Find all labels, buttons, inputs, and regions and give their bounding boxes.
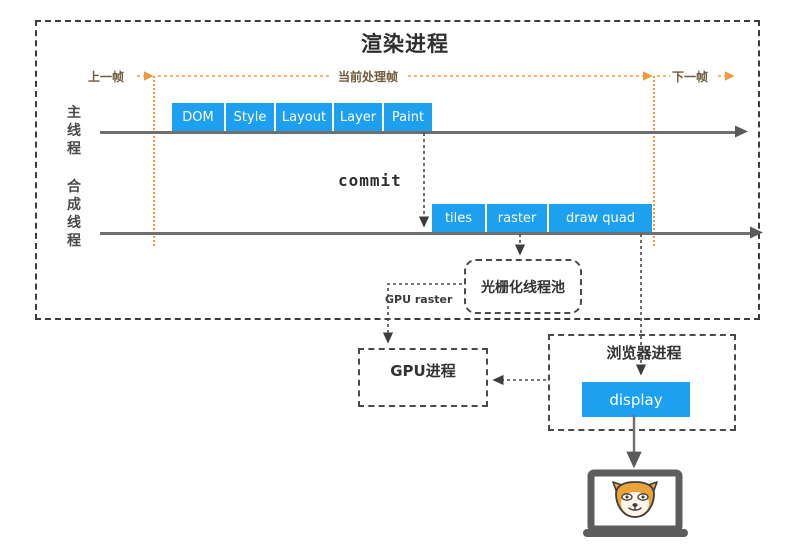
raster-thread-pool-node: 光栅化线程池	[464, 259, 582, 314]
laptop-icon	[583, 469, 688, 537]
pipeline-block-layout[interactable]: Layout	[276, 103, 334, 131]
compositor-thread-axis	[100, 232, 750, 235]
browser-process-label: 浏览器进程	[606, 344, 682, 362]
label-char: 程	[67, 233, 81, 249]
gpu-process-node: GPU进程	[358, 348, 488, 407]
commit-label: commit	[338, 171, 402, 190]
main-thread-axis	[100, 131, 735, 134]
frame-boundary-start	[153, 76, 155, 246]
label-char: 线	[67, 123, 81, 139]
label-char: 主	[67, 105, 81, 121]
renderer-process-container	[35, 20, 760, 320]
pipeline-block-tiles[interactable]: tiles	[432, 204, 487, 232]
label-current-frame: 当前处理帧	[338, 70, 399, 84]
doge-face-icon	[612, 481, 658, 518]
label-next-frame: 下一帧	[672, 70, 709, 84]
pipeline-block-style[interactable]: Style	[226, 103, 276, 131]
pipeline-block-raster[interactable]: raster	[487, 204, 549, 232]
label-previous-frame: 上一帧	[88, 70, 125, 84]
frame-boundary-end	[653, 76, 655, 246]
label-char: 程	[67, 141, 81, 157]
pipeline-block-layer[interactable]: Layer	[334, 103, 384, 131]
label-char: 线	[67, 215, 81, 231]
diagram-title: 渲染进程	[361, 32, 449, 56]
browser-process-node: 浏览器进程 display	[548, 334, 736, 431]
label-char: 成	[67, 197, 81, 213]
label-char: 合	[67, 179, 81, 195]
compositor-thread-label: 合成线程	[64, 178, 84, 250]
gpu-raster-edge-label: GPU raster	[385, 293, 453, 306]
display-block: display	[582, 382, 690, 417]
pipeline-block-paint[interactable]: Paint	[384, 103, 432, 131]
pipeline-block-draw-quad[interactable]: draw quad	[549, 204, 652, 232]
pipeline-block-dom[interactable]: DOM	[172, 103, 226, 131]
main-thread-label: 主线程	[64, 104, 84, 158]
